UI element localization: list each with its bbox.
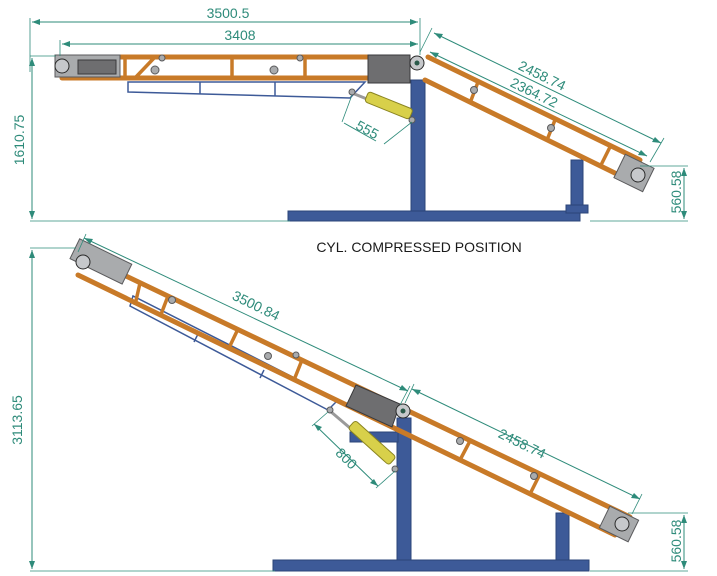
top-incline-strut [598, 146, 612, 168]
dim-line-bottom-incline [411, 388, 641, 500]
top-rear-leg [570, 159, 584, 212]
top-tail-take-up [77, 59, 117, 75]
dim-line-incline-outer [433, 32, 662, 144]
top-view: 3500.5 3408 1610.75 555 2458.74 2364.72 [11, 5, 688, 222]
dim-bottom-cylinder: 800 [333, 445, 361, 473]
bottom-main-column [396, 417, 412, 561]
top-bolt [150, 65, 160, 75]
top-cylinder-pin [408, 116, 416, 124]
top-tail-pulley [54, 58, 70, 74]
bottom-view: 3500.84 3113.65 800 2458.74 560.58 [9, 233, 688, 572]
dim-bottom-height: 3113.65 [9, 395, 25, 445]
dim-cylinder: 555 [353, 117, 381, 142]
top-frame-strut [133, 55, 157, 80]
dim-height: 1610.75 [11, 114, 27, 165]
top-hinge-pin [414, 60, 420, 66]
bottom-tail-bracket [69, 238, 133, 285]
bottom-frame-upper [77, 251, 633, 520]
dim-total-length: 3500.5 [207, 5, 250, 21]
top-bolt [158, 54, 166, 62]
top-incline-frame-lower [422, 77, 628, 181]
dim-line-incline-inner [429, 51, 648, 157]
top-bolt [296, 54, 304, 62]
dim-bottom-tail-height: 560.58 [668, 519, 684, 562]
caption: CYL. COMPRESSED POSITION [316, 239, 521, 255]
top-incline-bolt [547, 124, 555, 132]
top-rear-leg-foot [565, 204, 589, 214]
bottom-tail-pulley [75, 254, 91, 270]
dim-frame-length: 3408 [224, 27, 255, 43]
bottom-drive-box [345, 384, 401, 428]
top-main-column [410, 79, 426, 212]
top-head-pulley [630, 167, 646, 183]
dim-line-upper-length [83, 237, 409, 392]
dim-upper-length: 3500.84 [230, 287, 283, 324]
top-drive-box [367, 54, 411, 84]
top-cylinder-body [364, 91, 413, 120]
bottom-cylinder-body [348, 420, 396, 465]
dim-tail-height: 560.58 [668, 170, 684, 213]
dim-line-bottom-cylinder [313, 423, 379, 487]
top-base-beam [287, 210, 581, 222]
dim-line-cylinder [343, 122, 377, 142]
bottom-rear-leg [555, 512, 570, 561]
top-incline-frame-upper [425, 54, 643, 163]
top-bolt [269, 65, 279, 75]
top-cylinder-pin [348, 88, 356, 96]
top-lower-strut [127, 81, 367, 99]
top-incline-bolt [470, 86, 478, 94]
bottom-base-beam [272, 559, 590, 572]
bottom-head-pulley [614, 516, 630, 532]
